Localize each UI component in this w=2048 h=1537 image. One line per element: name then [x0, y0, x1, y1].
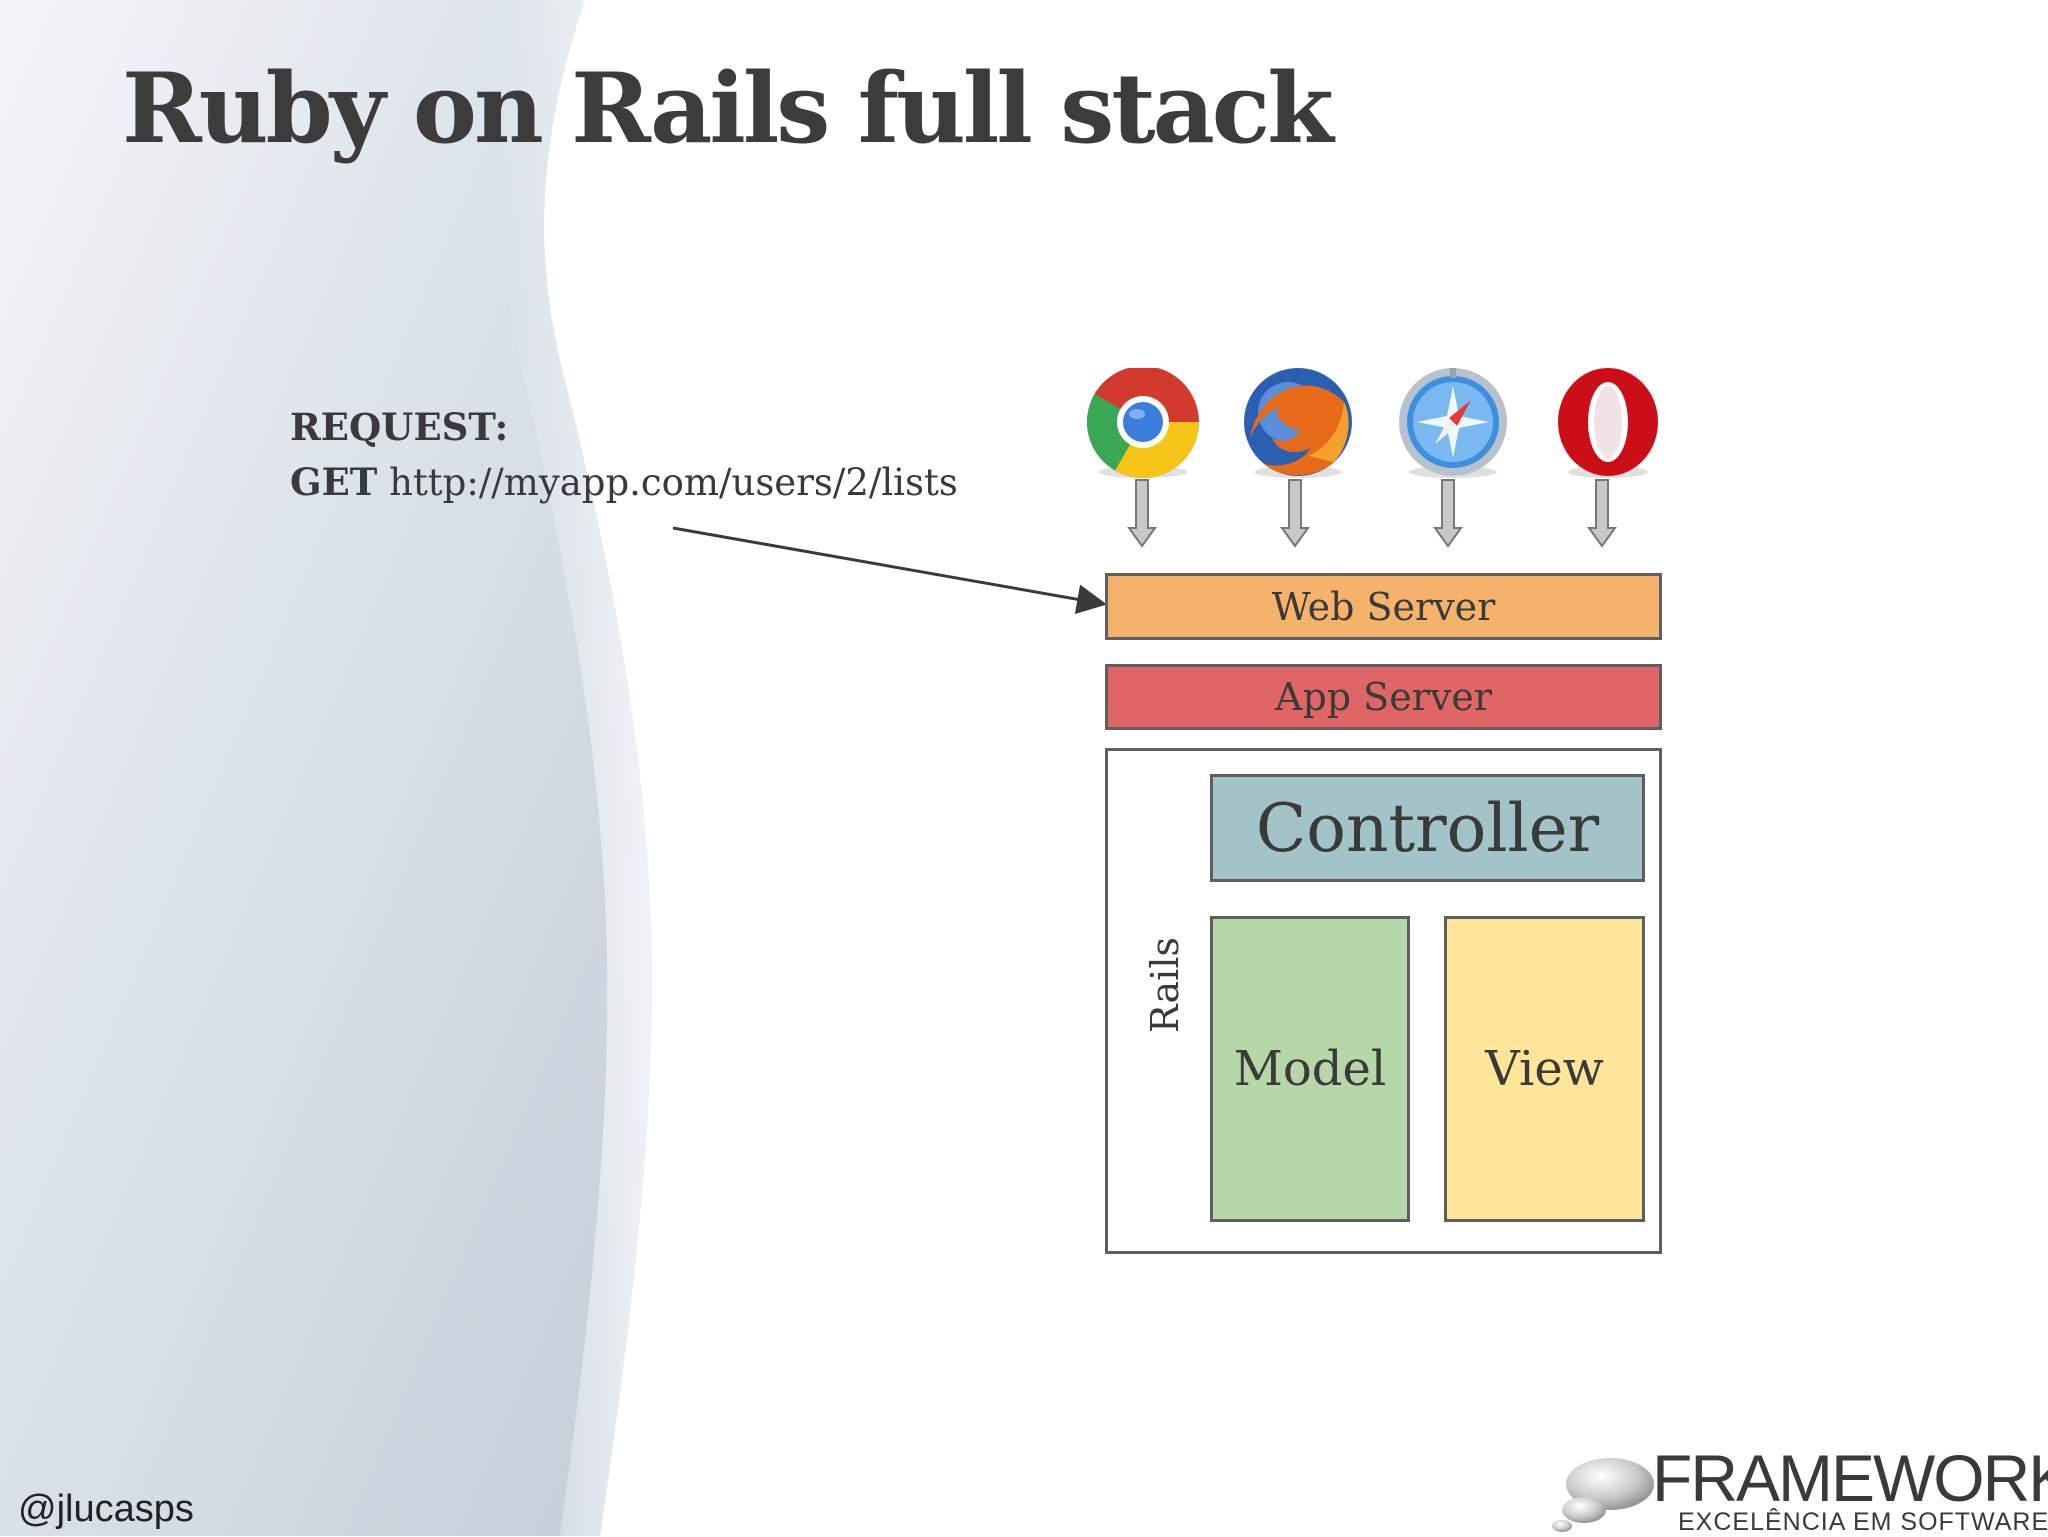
view-box: View: [1444, 916, 1645, 1222]
web-server-box: Web Server: [1105, 573, 1662, 640]
firefox-icon: [1244, 368, 1352, 478]
request-label: REQUEST:: [290, 405, 509, 449]
framework-logo: FRAMEWORK EXCELÊNCIA EM SOFTWARE: [1548, 1440, 2048, 1536]
logo-wordmark: FRAMEWORK: [1652, 1441, 2048, 1515]
rails-label: Rails: [1143, 937, 1187, 1033]
author-handle: @jlucasps: [18, 1488, 194, 1530]
logo-tagline: EXCELÊNCIA EM SOFTWARE: [1678, 1508, 2048, 1536]
request-url: http://myapp.com/users/2/lists: [389, 461, 958, 504]
down-arrow-icon: [1433, 479, 1463, 548]
slide-title: Ruby on Rails full stack: [122, 52, 1334, 165]
controller-box: Controller: [1210, 774, 1645, 882]
app-server-box: App Server: [1105, 664, 1662, 730]
model-box: Model: [1210, 916, 1410, 1222]
down-arrow-icon: [1127, 479, 1157, 548]
chrome-icon: [1086, 368, 1199, 479]
request-line: GET http://myapp.com/users/2/lists: [290, 455, 958, 510]
down-arrow-icon: [1587, 479, 1617, 548]
request-method: GET: [290, 460, 378, 504]
safari-icon: [1399, 368, 1507, 478]
logo-disc-icon: [1552, 1458, 1654, 1532]
request-block: REQUEST: GET http://myapp.com/users/2/li…: [290, 400, 958, 510]
opera-icon: [1558, 368, 1658, 478]
down-arrow-icon: [1280, 479, 1310, 548]
